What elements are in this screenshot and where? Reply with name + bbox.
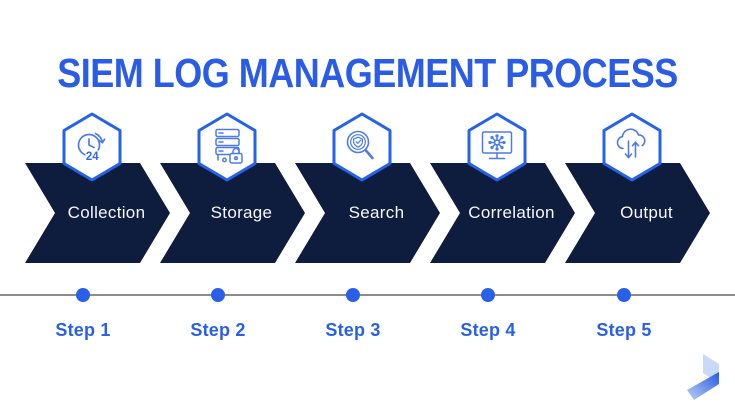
process-arrow-label: Correlation [468,203,555,222]
step-label-5: Step 5 [596,320,652,340]
svg-text:24: 24 [86,151,99,163]
process-arrow-output: Output [565,163,710,263]
process-arrow-label: Collection [67,203,146,222]
timeline-dot [617,288,631,302]
timeline-dot [346,288,360,302]
step-label-4: Step 4 [460,320,516,340]
timeline-dot [211,288,225,302]
step-label-2: Step 2 [190,320,246,340]
hexagon-badge: 24 [61,112,123,182]
hexagon-badge [466,112,528,182]
brand-logo [687,350,727,409]
search-shield-icon [332,112,392,182]
process-arrow-label: Output [620,203,673,222]
hexagon-badge [196,112,258,182]
secure-server-icon [197,112,257,182]
process-arrow-label: Search [348,203,405,222]
brand-arrow-logo-icon [687,354,719,400]
cloud-updown-icon [602,112,662,182]
hexagon-badge [601,112,663,182]
hexagon-badge [331,112,393,182]
step-label-1: Step 1 [55,320,111,340]
page-title: SIEM LOG MANAGEMENT PROCESS [57,50,678,96]
timeline-dot [481,288,495,302]
step-label-3: Step 3 [325,320,381,340]
monitor-network-icon [467,112,527,182]
clock-24-icon: 24 [62,112,122,182]
timeline-dot [76,288,90,302]
process-arrow-label: Storage [210,203,273,222]
timeline-line [0,294,735,296]
